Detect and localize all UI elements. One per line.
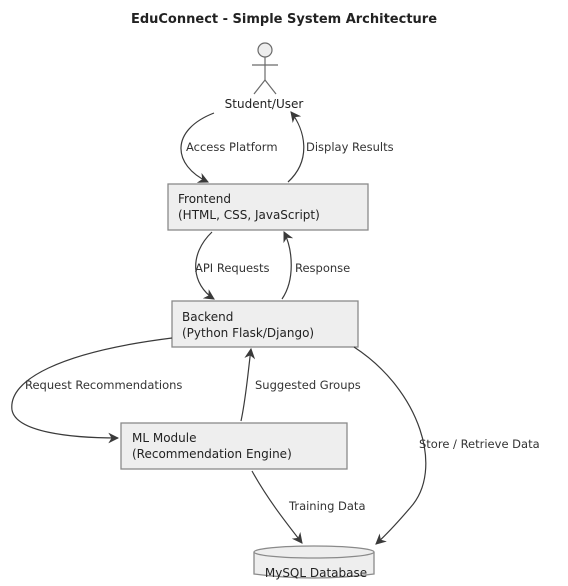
edge-suggested-groups (240, 347, 256, 422)
backend-node: Backend (Python Flask/Django) (171, 300, 359, 348)
frontend-node: Frontend (HTML, CSS, JavaScript) (167, 183, 369, 231)
edge-display-results (287, 111, 305, 183)
actor-left-leg (253, 79, 266, 95)
edge-label-request-recommendations: Request Recommendations (25, 378, 182, 392)
ml-module-title: ML Module (132, 431, 197, 445)
frontend-title: Frontend (178, 192, 231, 206)
backend-box (171, 300, 359, 348)
edge-label-store-retrieve-data: Store / Retrieve Data (419, 437, 540, 451)
edge-label-response: Response (295, 261, 350, 275)
actor-student-user: Student/User (225, 42, 304, 111)
edge-label-training-data: Training Data (288, 499, 366, 513)
edge-request-recommendations (11, 337, 173, 444)
edge-response (281, 231, 294, 300)
edge-label-api-requests: API Requests (195, 261, 270, 275)
ml-module-node: ML Module (Recommendation Engine) (120, 422, 348, 470)
frontend-subtitle: (HTML, CSS, JavaScript) (178, 208, 320, 222)
ml-module-box (120, 422, 348, 470)
backend-title: Backend (182, 310, 233, 324)
database-top (253, 545, 375, 559)
diagram-title: EduConnect - Simple System Architecture (131, 12, 437, 27)
edge-label-access-platform: Access Platform (186, 140, 278, 154)
edge-access-platform (180, 112, 215, 183)
ml-module-subtitle: (Recommendation Engine) (132, 447, 292, 461)
database-label: MySQL Database (265, 566, 367, 580)
actor-head (257, 42, 273, 58)
database-body (253, 552, 375, 579)
database-node: MySQL Database (253, 545, 375, 580)
edge-label-suggested-groups: Suggested Groups (255, 378, 361, 392)
edge-training-data (251, 470, 303, 544)
actor-label: Student/User (225, 97, 304, 111)
actor-right-leg (264, 79, 277, 95)
edge-api-requests (195, 231, 215, 300)
edge-label-display-results: Display Results (306, 140, 394, 154)
frontend-box (167, 183, 369, 231)
edge-store-retrieve-data (353, 346, 427, 545)
backend-subtitle: (Python Flask/Django) (182, 326, 314, 340)
